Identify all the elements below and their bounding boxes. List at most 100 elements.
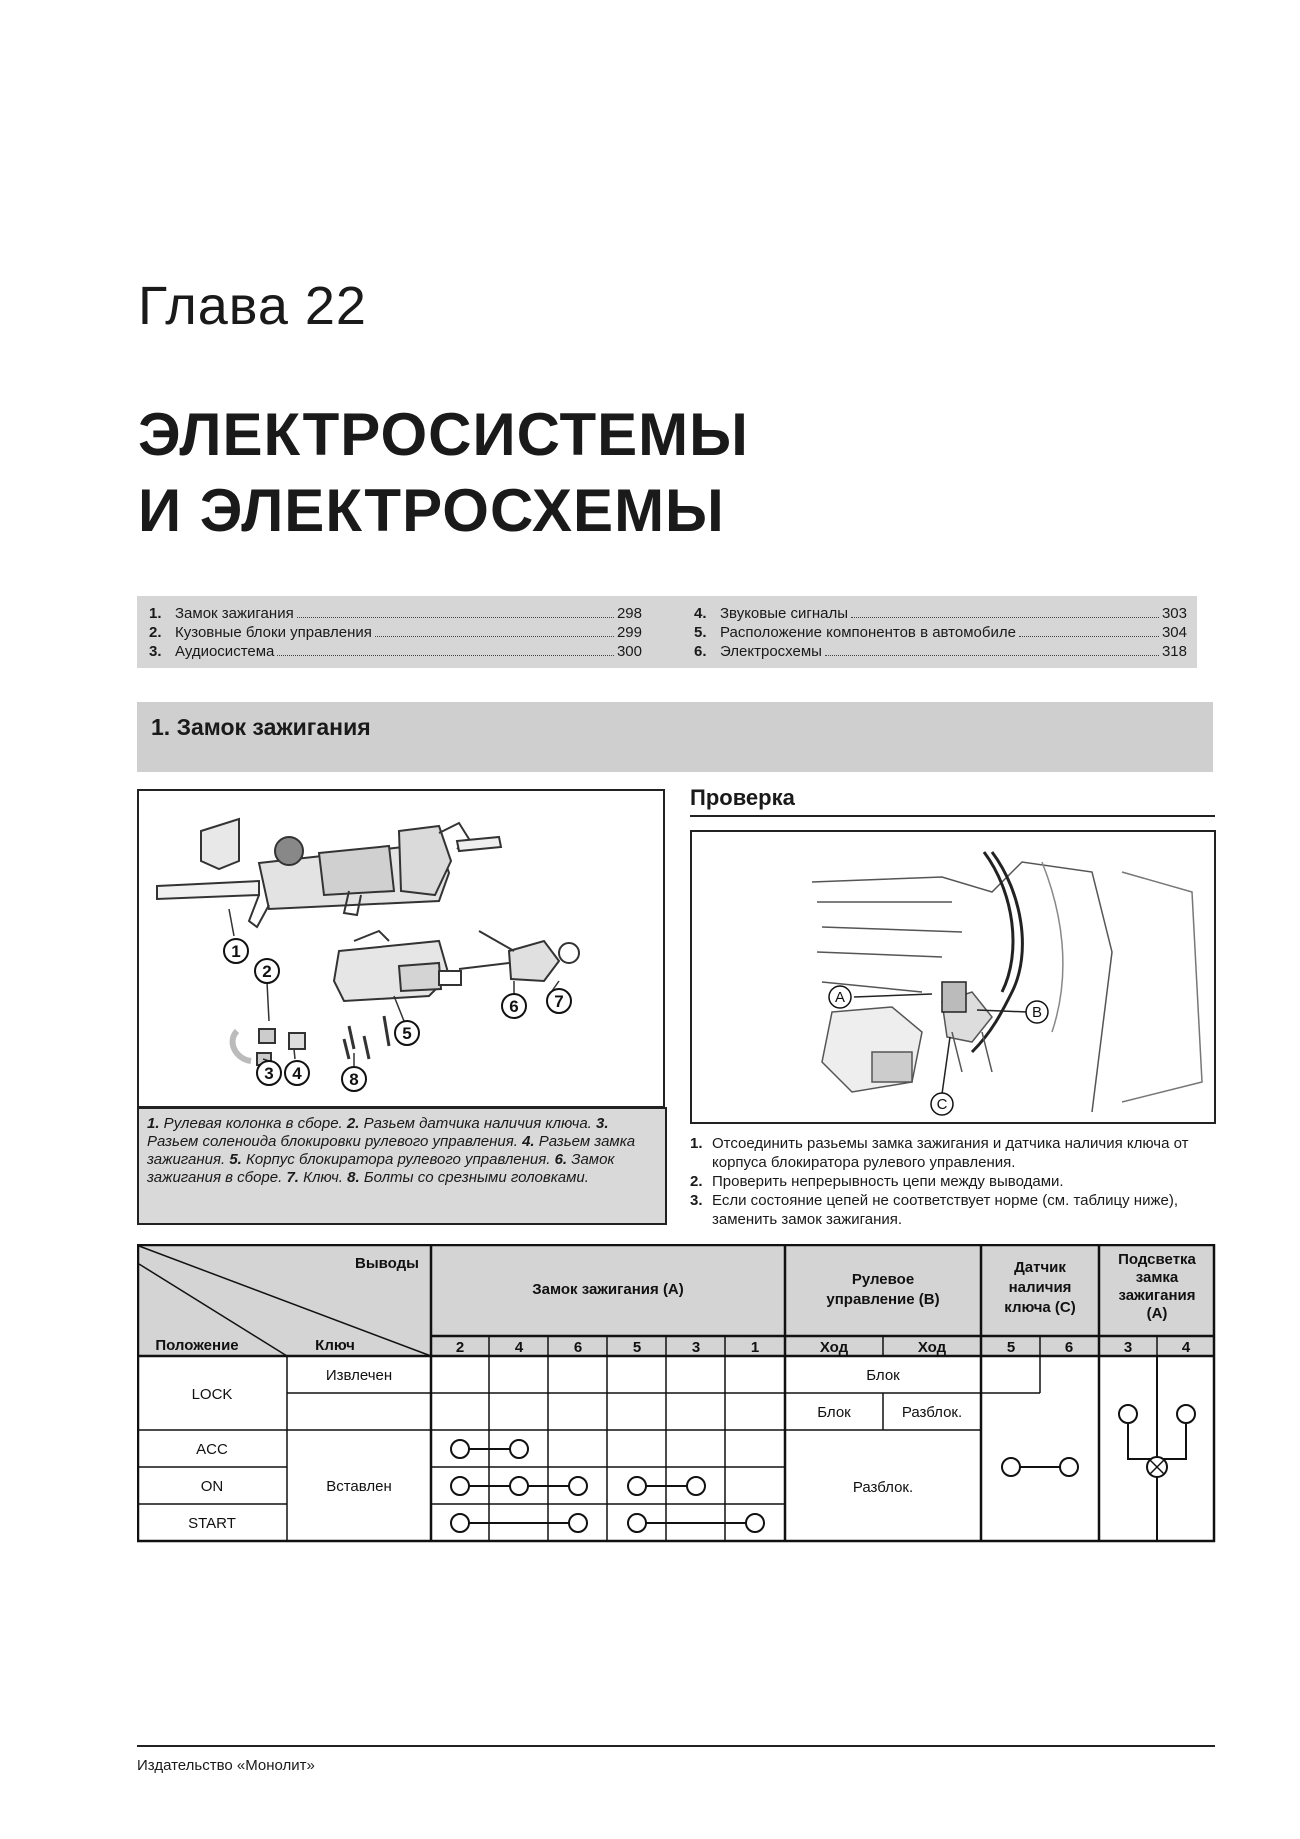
toc-label: Аудиосистема — [175, 643, 275, 660]
continuity-node — [1001, 1457, 1021, 1477]
toc-column-left: 1. Замок зажигания 298 2.Кузовные блоки уп… — [137, 604, 642, 661]
section-header: 1. Замок зажигания — [137, 702, 1213, 772]
caption-text: Разьем датчика наличия ключа. — [359, 1115, 597, 1132]
toc-num: 3. — [149, 643, 162, 660]
pin-label: 2 — [456, 1339, 464, 1356]
pin-label: 4 — [515, 1339, 524, 1356]
footer-rule — [137, 1745, 1215, 1747]
steering-stroke-label: Ход — [918, 1339, 947, 1356]
continuity-node — [627, 1476, 647, 1496]
caption-text: Замок зажигания в сборе. — [147, 1151, 615, 1186]
steering-unlocked: Разблок. — [902, 1404, 962, 1421]
steering-header-line: Рулевое — [852, 1271, 914, 1288]
continuity-node — [686, 1476, 706, 1496]
check-steps: 1.Отсоединить разьемы замка зажигания и … — [690, 1134, 1215, 1229]
continuity-node — [1176, 1404, 1196, 1424]
sensor-header-line: Датчик — [1014, 1259, 1066, 1276]
ignition-switch-header: Замок зажигания (A) — [532, 1281, 684, 1298]
chapter-title-line2: И ЭЛЕКТРОСХЕМЫ — [138, 477, 725, 544]
figure1-callout: 4 — [292, 1064, 302, 1083]
continuity-marks — [450, 1356, 1196, 1541]
figure1-callout: 3 — [264, 1064, 273, 1083]
toc-label: Замок зажигания — [175, 605, 294, 622]
light-header-line: замка — [1136, 1269, 1179, 1286]
sensor-pin-label: 6 — [1065, 1339, 1073, 1356]
table-of-contents: 1. Замок зажигания 298 2.Кузовные блоки уп… — [137, 596, 1197, 668]
position-lock: LOCK — [192, 1386, 233, 1403]
continuity-node — [568, 1476, 588, 1496]
figure1-caption: 1. Рулевая колонка в сборе. 2. Разьем да… — [137, 1107, 667, 1225]
connector-location-figure: A B C — [690, 830, 1216, 1124]
step-text: Проверить непрерывность цепи между вывод… — [712, 1173, 1064, 1190]
chapter-label: Глава 22 — [138, 276, 367, 336]
toc-item[interactable]: 1. Замок зажигания 298 — [137, 604, 642, 623]
continuity-node — [450, 1439, 470, 1459]
steering-column-illustration: 1 2 3 4 5 6 7 8 — [156, 817, 580, 1092]
key-removed: Извлечен — [326, 1367, 392, 1384]
light-pin-label: 3 — [1124, 1339, 1132, 1356]
toc-page: 304 — [1161, 624, 1187, 641]
steering-header-line: управление (B) — [826, 1291, 939, 1308]
caption-num: 6. — [554, 1151, 568, 1168]
figure1-callout: 5 — [402, 1024, 411, 1043]
continuity-node — [450, 1476, 470, 1496]
publisher-footer: Издательство «Монолит» — [137, 1757, 315, 1774]
figure1-callout: 7 — [554, 992, 563, 1011]
pin-label: 3 — [692, 1339, 700, 1356]
steering-locked: Блок — [866, 1367, 900, 1384]
figure2-callout: C — [937, 1096, 948, 1113]
position-start: START — [188, 1515, 236, 1532]
continuity-node — [450, 1513, 470, 1533]
toc-page: 303 — [1161, 605, 1187, 622]
caption-text: Корпус блокиратора рулевого управления. — [241, 1151, 555, 1168]
toc-page: 298 — [616, 605, 642, 622]
step-item: 1.Отсоединить разьемы замка зажигания и … — [690, 1134, 1215, 1172]
caption-num: 5. — [229, 1151, 242, 1168]
steering-stroke-label: Ход — [820, 1339, 849, 1356]
pin-label: 6 — [574, 1339, 582, 1356]
figure1-callout: 2 — [262, 962, 271, 981]
caption-text: Разьем замка зажигания. — [147, 1133, 636, 1168]
caption-num: 2. — [346, 1115, 360, 1132]
light-header-line: зажигания — [1118, 1287, 1195, 1304]
caption-text: Разьем соленоида блокировки рулевого упр… — [147, 1133, 523, 1150]
pin-label: 1 — [751, 1339, 759, 1356]
sensor-header-line: наличия — [1009, 1279, 1072, 1296]
toc-num: 6. — [694, 643, 707, 660]
toc-num: 2. — [149, 624, 162, 641]
steering-locked-2: Блок — [817, 1404, 851, 1421]
light-pin-label: 4 — [1182, 1339, 1191, 1356]
continuity-node — [1118, 1404, 1138, 1424]
continuity-node — [509, 1439, 529, 1459]
continuity-node — [1059, 1457, 1079, 1477]
continuity-node — [568, 1513, 588, 1533]
sensor-header-line: ключа (C) — [1004, 1299, 1076, 1316]
caption-text: Рулевая колонка в сборе. — [159, 1115, 347, 1132]
step-num: 3. — [690, 1192, 703, 1209]
continuity-node — [745, 1513, 765, 1533]
check-heading: Проверка — [690, 785, 1215, 817]
figure1-callout: 8 — [349, 1070, 358, 1089]
key-inserted: Вставлен — [326, 1478, 392, 1495]
sensor-pin-label: 5 — [1007, 1339, 1015, 1356]
toc-num: 4. — [694, 605, 707, 622]
step-num: 2. — [690, 1173, 703, 1190]
chapter-title-line1: ЭЛЕКТРОСИСТЕМЫ — [138, 401, 749, 468]
continuity-table: Выводы Ключ Положение Замок зажигания (A… — [137, 1244, 1216, 1543]
caption-text: Ключ. — [298, 1169, 348, 1186]
figure2-callout: A — [835, 989, 845, 1006]
caption-num: 7. — [286, 1169, 299, 1186]
toc-num: 1. — [149, 605, 162, 622]
continuity-node — [627, 1513, 647, 1533]
caption-num: 3. — [596, 1115, 609, 1132]
toc-label: Расположение компонентов в автомобиле — [720, 624, 1016, 641]
step-item: 2. Проверить непрерывность цепи между выв… — [690, 1172, 1215, 1191]
corner-key-label: Ключ — [315, 1337, 355, 1354]
light-header-line: (A) — [1147, 1305, 1168, 1322]
connector-location-illustration: A B C — [811, 851, 1203, 1116]
